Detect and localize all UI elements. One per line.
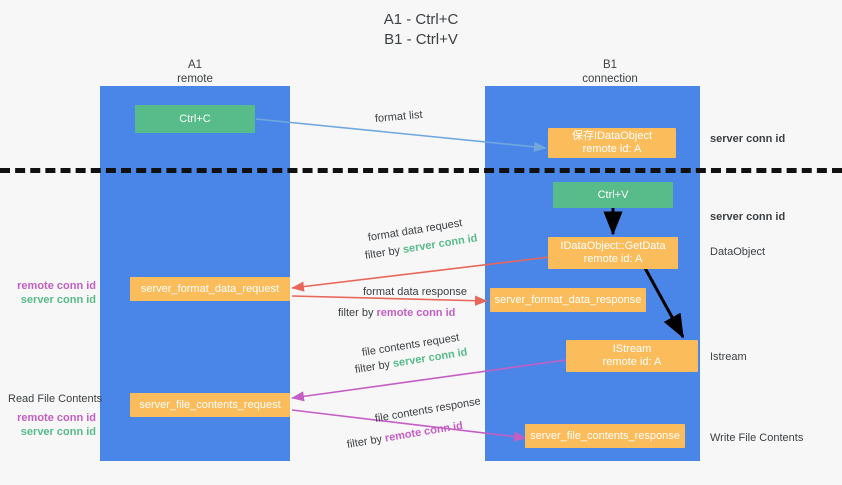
column-header-b1: B1 connection: [520, 58, 700, 86]
filter-value-remote-conn-id: remote conn id: [376, 307, 456, 319]
box-idataobject-getdata[interactable]: IDataObject::GetData remote id: A: [548, 237, 678, 269]
label-format-data-response-filter: filter by remote conn id: [338, 306, 455, 320]
box-server-file-contents-request[interactable]: server_file_contents_request: [130, 393, 290, 417]
label-server-conn-id-1: server conn id: [20, 294, 96, 306]
title-line-1: A1 - Ctrl+C: [383, 11, 459, 28]
filter-prefix: filter by: [338, 307, 377, 319]
arrow-file-contents-response: [291, 409, 527, 442]
column-a1-name: A1: [187, 59, 203, 71]
box-save-idataobject-line2: remote id: A: [582, 143, 642, 155]
label-server-conn-id-2: server conn id: [20, 426, 96, 438]
box-ctrl-v[interactable]: Ctrl+V: [553, 182, 673, 208]
box-server-format-data-response-label: server_format_data_response: [494, 293, 642, 306]
arrow-format-data-request: [291, 256, 551, 292]
arrow-getdata-to-istream: [643, 267, 685, 339]
label-server-conn-id-top: server conn id: [710, 133, 786, 145]
box-server-file-contents-response-label: server_file_contents_response: [530, 429, 680, 442]
box-save-idataobject-line1: 保存IDataObject: [571, 130, 653, 142]
arrow-format-list: [255, 118, 547, 152]
column-b1-sub: connection: [582, 73, 638, 85]
label-server-conn-id-mid: server conn id: [710, 211, 786, 223]
clipboard-boundary-divider: [0, 168, 842, 173]
label-group-conn-id-top: remote conn id server conn id: [8, 279, 96, 307]
arrow-format-data-response: [291, 295, 488, 306]
box-server-format-data-response[interactable]: server_format_data_response: [490, 288, 646, 312]
label-dataobject: DataObject: [710, 246, 766, 258]
box-getdata-line2: remote id: A: [583, 253, 643, 265]
box-istream-line1: IStream: [612, 343, 652, 355]
box-getdata-line1: IDataObject::GetData: [560, 240, 666, 252]
box-server-file-contents-response[interactable]: server_file_contents_response: [525, 424, 685, 448]
title-line-2: B1 - Ctrl+V: [384, 31, 458, 48]
label-remote-conn-id-2: remote conn id: [17, 412, 96, 424]
box-ctrl-c[interactable]: Ctrl+C: [135, 105, 255, 133]
label-remote-conn-id-1: remote conn id: [17, 280, 96, 292]
label-read-file-contents: Read File Contents: [8, 393, 103, 405]
column-b1-name: B1: [602, 59, 618, 71]
box-istream-line2: remote id: A: [602, 356, 662, 368]
box-save-idataobject[interactable]: 保存IDataObject remote id: A: [548, 128, 676, 158]
box-istream[interactable]: IStream remote id: A: [566, 340, 698, 372]
label-format-data-response: format data response: [363, 286, 467, 298]
arrow-file-contents-request: [291, 359, 567, 402]
label-istream: Istream: [710, 351, 747, 363]
box-server-file-contents-request-label: server_file_contents_request: [139, 398, 281, 411]
column-a1-sub: remote: [177, 73, 213, 85]
column-header-a1: A1 remote: [105, 58, 285, 86]
diagram-title: A1 - Ctrl+C B1 - Ctrl+V: [0, 10, 842, 50]
box-server-format-data-request-label: server_format_data_request: [140, 282, 280, 295]
box-server-format-data-request[interactable]: server_format_data_request: [130, 277, 290, 301]
box-ctrl-v-label: Ctrl+V: [597, 188, 629, 201]
label-write-file-contents: Write File Contents: [710, 432, 804, 444]
label-group-conn-id-bottom: remote conn id server conn id: [8, 411, 96, 439]
box-ctrl-c-label: Ctrl+C: [179, 112, 211, 125]
